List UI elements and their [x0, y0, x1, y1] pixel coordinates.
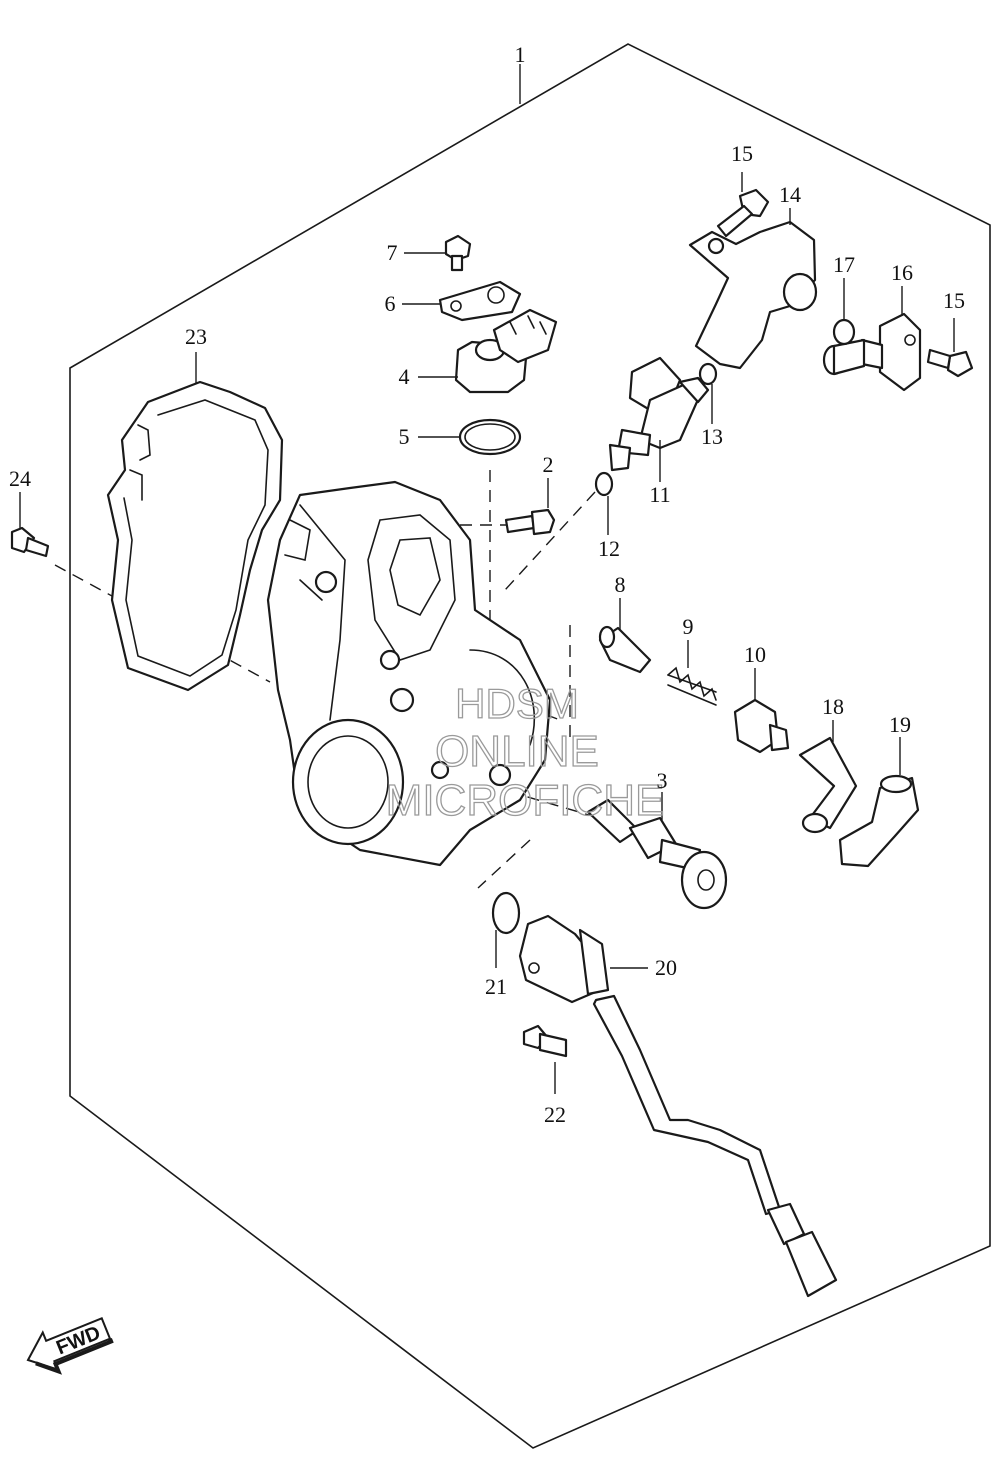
callout-19: 19: [889, 712, 911, 737]
callout-4: 4: [399, 364, 410, 389]
callout-22: 22: [544, 1102, 566, 1127]
part-20-sensor-wire: [518, 914, 838, 1298]
part-15-screw-right: [926, 318, 974, 378]
callout-15-upper: 15: [731, 141, 753, 166]
part-17-o-ring: [832, 278, 856, 346]
part-8-plunger: [598, 598, 652, 674]
part-15-screw-upper: [716, 172, 770, 238]
callout-1: 1: [515, 42, 526, 67]
callout-15-right: 15: [943, 288, 965, 313]
callout-9: 9: [683, 614, 694, 639]
part-10-nut: [733, 668, 790, 754]
callout-6: 6: [385, 291, 396, 316]
watermark-line3: MICROFICHE: [386, 776, 665, 825]
watermark: HDSM ONLINE MICROFICHE: [385, 679, 665, 825]
part-14-bracket: [688, 208, 818, 370]
callout-3: 3: [657, 768, 668, 793]
part-19-hose: [838, 737, 920, 868]
callout-8: 8: [615, 572, 626, 597]
callout-24: 24: [9, 466, 31, 491]
part-9-spring: [667, 640, 717, 706]
callout-5: 5: [399, 424, 410, 449]
part-6-plate: [402, 280, 522, 322]
part-5-o-ring: [418, 418, 522, 456]
part-13-o-ring: [698, 362, 718, 424]
part-23-cover-gasket: [106, 380, 284, 692]
callout-10: 10: [744, 642, 766, 667]
callout-13: 13: [701, 424, 723, 449]
callout-17: 17: [833, 252, 855, 277]
watermark-line1: HDSM: [455, 680, 579, 727]
part-11-injector: [608, 356, 710, 482]
part-2-screw: [504, 478, 556, 536]
part-24-screw: [10, 526, 50, 558]
callout-2: 2: [543, 452, 554, 477]
watermark-line2: ONLINE: [435, 727, 599, 776]
part-7-screw: [404, 234, 472, 272]
fwd-arrow: FWD: [26, 1317, 114, 1375]
part-3-adjuster-screw: [586, 792, 728, 910]
callout-23: 23: [185, 324, 207, 349]
callout-11: 11: [649, 482, 670, 507]
part-21-o-ring: [491, 891, 521, 968]
callout-18: 18: [822, 694, 844, 719]
callout-16: 16: [891, 260, 913, 285]
part-12-o-ring: [594, 471, 614, 535]
part-22-bolt: [522, 1024, 568, 1094]
part-16-sensor: [822, 286, 922, 392]
assembly-outline: [69, 43, 991, 1449]
callout-labels: 1 2 3 4 5 6 7 8 9 10 11 12 13 14 15 15 1…: [9, 42, 965, 1127]
callout-21: 21: [485, 974, 507, 999]
callout-12: 12: [598, 536, 620, 561]
callout-20: 20: [655, 955, 677, 980]
callout-14: 14: [779, 182, 801, 207]
callout-7: 7: [387, 240, 398, 265]
throttle-body: [266, 480, 552, 867]
part-4-sensor: [418, 308, 558, 394]
part-18-hose: [798, 720, 858, 834]
